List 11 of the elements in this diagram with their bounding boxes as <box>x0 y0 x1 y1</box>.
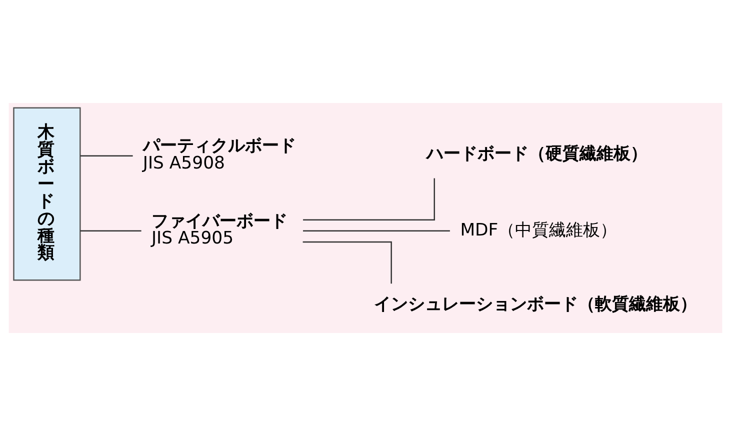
node-box: 木質ボードの種類 <box>13 107 81 281</box>
connector <box>303 178 435 220</box>
connector <box>302 241 392 284</box>
connector <box>303 230 450 232</box>
node-text: インシュレーションボード（軟質繊維板） <box>374 294 698 314</box>
node-text: パーティクルボード JIS A5908 <box>142 136 296 174</box>
node-text: ファイバーボード JIS A5905 <box>151 211 288 248</box>
node-text: ハードボード（硬質繊維板） <box>426 144 648 164</box>
connector <box>80 230 142 232</box>
node-text: MDF（中質繊維板） <box>460 220 618 240</box>
connector <box>80 155 133 156</box>
